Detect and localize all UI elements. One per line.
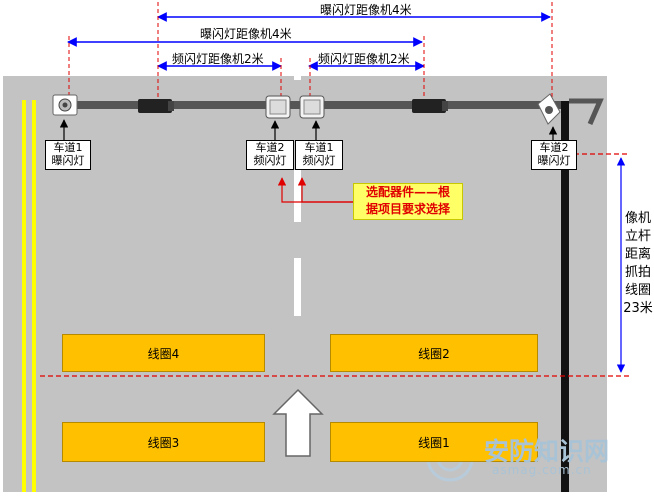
flash-lamp-right-icon: [537, 93, 561, 125]
device-label-line: 车道1: [53, 141, 83, 154]
pole-distance-char: 抓拍: [624, 265, 651, 280]
dimension-label-flash-left: 曝闪灯距像机4米: [200, 27, 292, 41]
camera-right-icon: [412, 99, 448, 113]
device-label-line: 曝闪灯: [51, 154, 85, 167]
dimension-label-flash-right: 曝闪灯距像机4米: [320, 3, 412, 17]
coil-4: 线圈4: [62, 334, 265, 372]
note-line: 选配器件——根: [365, 185, 450, 199]
coil-1: 线圈1: [330, 422, 538, 462]
device-label-line: 车道1: [304, 141, 334, 154]
optional-components-note: 选配器件——根 据项目要求选择: [353, 183, 463, 220]
flash-lamp-left-icon: [52, 94, 78, 116]
coil-label: 线圈4: [147, 346, 180, 361]
note-line: 据项目要求选择: [365, 202, 450, 216]
lane-divider: [294, 62, 301, 316]
note-pointer-lines: [277, 177, 353, 203]
pole-distance-char: 立杆: [624, 229, 651, 244]
gantry-brace: [569, 98, 604, 125]
device-label-lane2-flash: 车道2 曝闪灯: [531, 140, 577, 170]
dimension-lines: [67, 12, 551, 71]
coil-label: 线圈3: [147, 435, 180, 450]
device-label-lane1-strobe: 车道1 频闪灯: [295, 140, 343, 170]
watermark-url: asmag.com.cn: [492, 463, 592, 477]
pole-distance-char: 线圈: [624, 283, 651, 298]
coil-label: 线圈1: [418, 435, 450, 450]
dimension-label-strobe-right: 频闪灯距像机2米: [318, 52, 410, 66]
strobe-lamp-left-icon: [265, 95, 291, 119]
device-label-line: 曝闪灯: [537, 154, 571, 167]
yellow-line-left: [22, 100, 26, 492]
watermark-text: 安防知识网: [484, 437, 610, 466]
coil-3: 线圈3: [62, 422, 265, 462]
gantry-pole: [561, 101, 569, 492]
device-label-line: 频闪灯: [302, 154, 336, 167]
camera-left-icon: [138, 99, 174, 113]
pole-distance-char: 距离: [624, 247, 651, 262]
device-label-line: 车道2: [539, 141, 569, 154]
coil-label: 线圈2: [418, 346, 450, 361]
device-label-lane2-strobe: 车道2 频闪灯: [246, 140, 294, 170]
yellow-line-right: [32, 100, 36, 492]
device-label-line: 车道2: [255, 141, 285, 154]
pole-distance-char: 23米: [623, 301, 653, 316]
dimension-extension-lines: [68, 2, 553, 98]
pole-distance-char: 像机: [624, 211, 651, 226]
device-pointer-arrows: [59, 119, 558, 140]
device-label-line: 频闪灯: [253, 154, 287, 167]
device-label-lane1-flash: 车道1 曝闪灯: [45, 140, 91, 170]
pole-distance-label: 像机 立杆 距离 抓拍 线圈 23米: [623, 210, 653, 318]
dimension-label-strobe-left: 频闪灯距像机2米: [172, 52, 264, 66]
strobe-lamp-right-icon: [299, 95, 325, 119]
direction-arrow-icon: [272, 388, 324, 457]
coil-2: 线圈2: [330, 334, 538, 372]
